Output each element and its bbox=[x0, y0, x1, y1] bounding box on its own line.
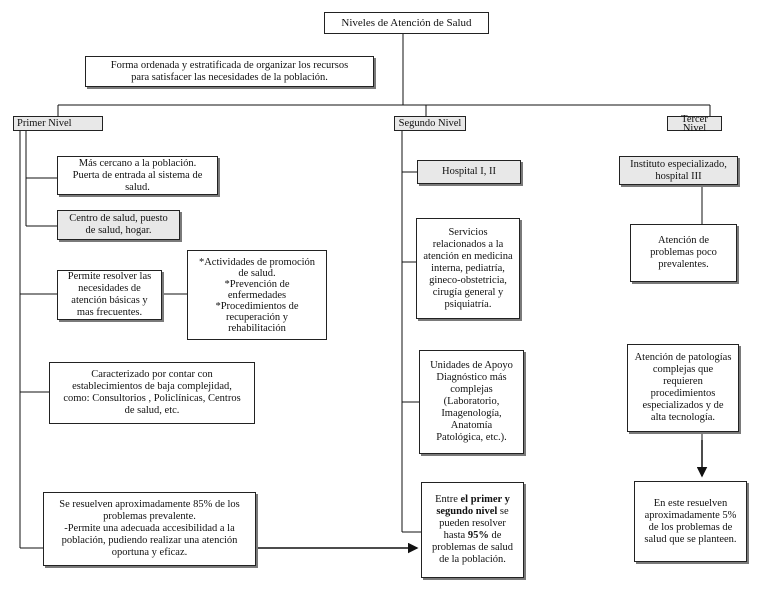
segundo-nivel-header: Segundo Nivel bbox=[394, 116, 466, 131]
primer-cercano-box: Más cercano a la población. Puerta de en… bbox=[57, 156, 218, 195]
segundo-entre-box: Entre el primer y segundo nivel se puede… bbox=[421, 482, 524, 578]
segundo-servicios-box: Servicios relacionados a la atención en … bbox=[416, 218, 520, 319]
primer-resuelven-box: Se resuelven aproximadamente 85% de los … bbox=[43, 492, 256, 566]
segundo-hospital-box: Hospital I, II bbox=[417, 160, 521, 184]
primer-permite-box: Permite resolver las necesidades de aten… bbox=[57, 270, 162, 320]
primer-centro-box: Centro de salud, puesto de salud, hogar. bbox=[57, 210, 180, 240]
primer-actividades-box: *Actividades de promoción de salud. *Pre… bbox=[187, 250, 327, 340]
primer-nivel-header: Primer Nivel bbox=[13, 116, 103, 131]
tercer-nivel-header: Tercer Nivel bbox=[667, 114, 722, 133]
definition-box: Forma ordenada y estratificada de organi… bbox=[85, 56, 374, 87]
tercer-atencion-patologias-box: Atención de patologías complejas que req… bbox=[627, 344, 739, 432]
tercer-atencion-poco-box: Atención de problemas poco prevalentes. bbox=[630, 224, 737, 282]
segundo-unidades-box: Unidades de Apoyo Diagnóstico más comple… bbox=[419, 350, 524, 454]
diagram-title: Niveles de Atención de Salud bbox=[324, 12, 489, 34]
tercer-resuelven-box: En este resuelven aproximadamente 5% de … bbox=[634, 481, 747, 562]
primer-caracterizado-box: Caracterizado por contar con establecimi… bbox=[49, 362, 255, 424]
tercer-instituto-box: Instituto especializado, hospital III bbox=[619, 156, 738, 185]
